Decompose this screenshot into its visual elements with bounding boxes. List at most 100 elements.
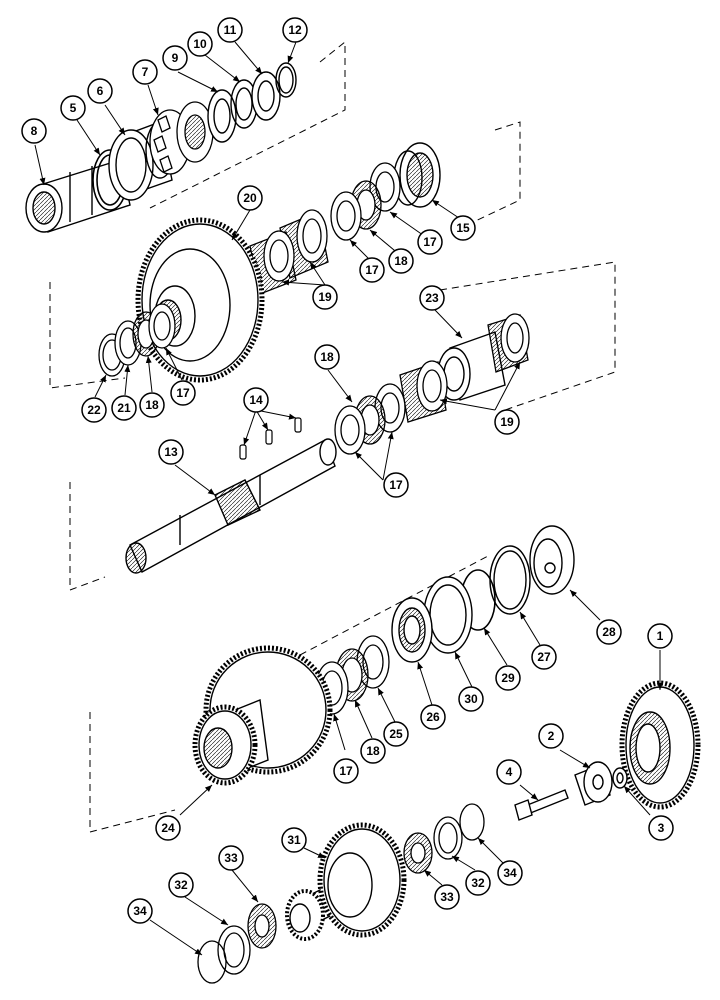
callout-number: 18 bbox=[366, 744, 380, 758]
part-26-tapered-bearing bbox=[391, 597, 433, 663]
thrust-set-left bbox=[98, 303, 176, 377]
callout-number: 34 bbox=[133, 904, 147, 918]
callout-c17b: 17 bbox=[359, 257, 385, 283]
callout-circle bbox=[383, 721, 409, 747]
callout-circle bbox=[648, 815, 674, 841]
part-15-synchro-ring bbox=[393, 142, 441, 208]
callout-c15: 15 bbox=[450, 215, 476, 241]
callout-number: 14 bbox=[249, 393, 263, 407]
callout-c32b: 32 bbox=[168, 872, 194, 898]
callout-number: 18 bbox=[145, 398, 159, 412]
callout-number: 6 bbox=[97, 84, 104, 98]
callout-circle bbox=[282, 17, 308, 43]
thrust-set-middle bbox=[334, 383, 406, 455]
callout-c24: 24 bbox=[155, 815, 181, 841]
callout-circle bbox=[281, 827, 307, 853]
callout-c6: 6 bbox=[87, 78, 113, 104]
part-2-spacer bbox=[574, 761, 613, 806]
callout-number: 20 bbox=[243, 191, 257, 205]
callout-c19b: 19 bbox=[494, 409, 520, 435]
callout-c33a: 33 bbox=[434, 884, 460, 910]
callout-c17c: 17 bbox=[170, 380, 196, 406]
callout-circle bbox=[495, 665, 521, 691]
callout-c3: 3 bbox=[648, 815, 674, 841]
callout-circle bbox=[60, 95, 86, 121]
callout-circle bbox=[314, 344, 340, 370]
callout-circle bbox=[647, 623, 673, 649]
part-1-gear bbox=[619, 680, 701, 810]
callout-c7: 7 bbox=[132, 59, 158, 85]
callout-circle bbox=[312, 284, 338, 310]
outline-second-right bbox=[451, 121, 521, 233]
part-19-needle-bearings-upper bbox=[249, 209, 329, 295]
bearing-set-left bbox=[197, 903, 277, 984]
callout-c9: 9 bbox=[162, 45, 188, 71]
callout-circle bbox=[497, 860, 523, 886]
callout-circle bbox=[218, 845, 244, 871]
callout-c26: 26 bbox=[420, 704, 446, 730]
callout-number: 33 bbox=[224, 851, 238, 865]
callout-c12: 12 bbox=[282, 17, 308, 43]
part-12-snap-ring bbox=[275, 62, 297, 98]
callout-number: 13 bbox=[164, 445, 178, 459]
callout-circle bbox=[81, 397, 107, 423]
callout-c17e: 17 bbox=[333, 758, 359, 784]
callout-number: 11 bbox=[224, 23, 237, 37]
part-28-cover bbox=[529, 525, 575, 595]
callout-number: 9 bbox=[172, 51, 179, 65]
outline-second bbox=[49, 282, 126, 389]
callout-c21: 21 bbox=[111, 395, 137, 421]
callout-number: 19 bbox=[318, 290, 332, 304]
callout-circle bbox=[434, 884, 460, 910]
callout-number: 17 bbox=[365, 263, 379, 277]
part-4-bolt bbox=[514, 789, 569, 821]
callout-number: 30 bbox=[464, 692, 478, 706]
callout-circle bbox=[496, 759, 522, 785]
callout-c14: 14 bbox=[243, 387, 269, 413]
part-11-nut bbox=[251, 71, 281, 121]
callout-c18b: 18 bbox=[139, 392, 165, 418]
callout-circle bbox=[383, 472, 409, 498]
leader-lines bbox=[34, 41, 663, 956]
callout-number: 5 bbox=[70, 101, 77, 115]
callout-number: 18 bbox=[394, 254, 408, 268]
callout-circle bbox=[450, 215, 476, 241]
thrust-set-upper bbox=[330, 162, 401, 241]
callout-circle bbox=[87, 78, 113, 104]
callout-circle bbox=[243, 387, 269, 413]
callout-number: 21 bbox=[117, 401, 131, 415]
callout-circle bbox=[531, 644, 557, 670]
part-27-shim bbox=[489, 545, 531, 615]
outline-top bbox=[149, 40, 346, 209]
callout-number: 2 bbox=[548, 729, 555, 743]
callout-number: 17 bbox=[339, 764, 353, 778]
callout-number: 29 bbox=[501, 671, 515, 685]
callout-number: 15 bbox=[456, 221, 470, 235]
part-9-washer bbox=[207, 89, 237, 143]
callout-c10: 10 bbox=[187, 31, 213, 57]
callout-number: 27 bbox=[537, 650, 551, 664]
callout-c17d: 17 bbox=[383, 472, 409, 498]
callout-number: 34 bbox=[503, 866, 517, 880]
callout-c1: 1 bbox=[647, 623, 673, 649]
callout-number: 23 bbox=[425, 291, 439, 305]
callout-number: 19 bbox=[500, 415, 514, 429]
callout-circle bbox=[237, 185, 263, 211]
callout-c18a: 18 bbox=[388, 248, 414, 274]
callout-circle bbox=[158, 439, 184, 465]
callout-c2: 2 bbox=[538, 723, 564, 749]
outline-third-right bbox=[439, 261, 616, 411]
group-outlines bbox=[49, 40, 616, 833]
part-13-main-shaft bbox=[125, 438, 337, 574]
callout-circle bbox=[359, 257, 385, 283]
callout-c18d: 18 bbox=[360, 738, 386, 764]
callout-c27: 27 bbox=[531, 644, 557, 670]
part-7-tapered-bearing bbox=[149, 101, 214, 175]
part-30-bearing-cup bbox=[423, 576, 473, 654]
callout-c33b: 33 bbox=[218, 845, 244, 871]
callout-number: 17 bbox=[423, 235, 437, 249]
callout-number: 31 bbox=[287, 833, 301, 847]
callout-circle bbox=[333, 758, 359, 784]
